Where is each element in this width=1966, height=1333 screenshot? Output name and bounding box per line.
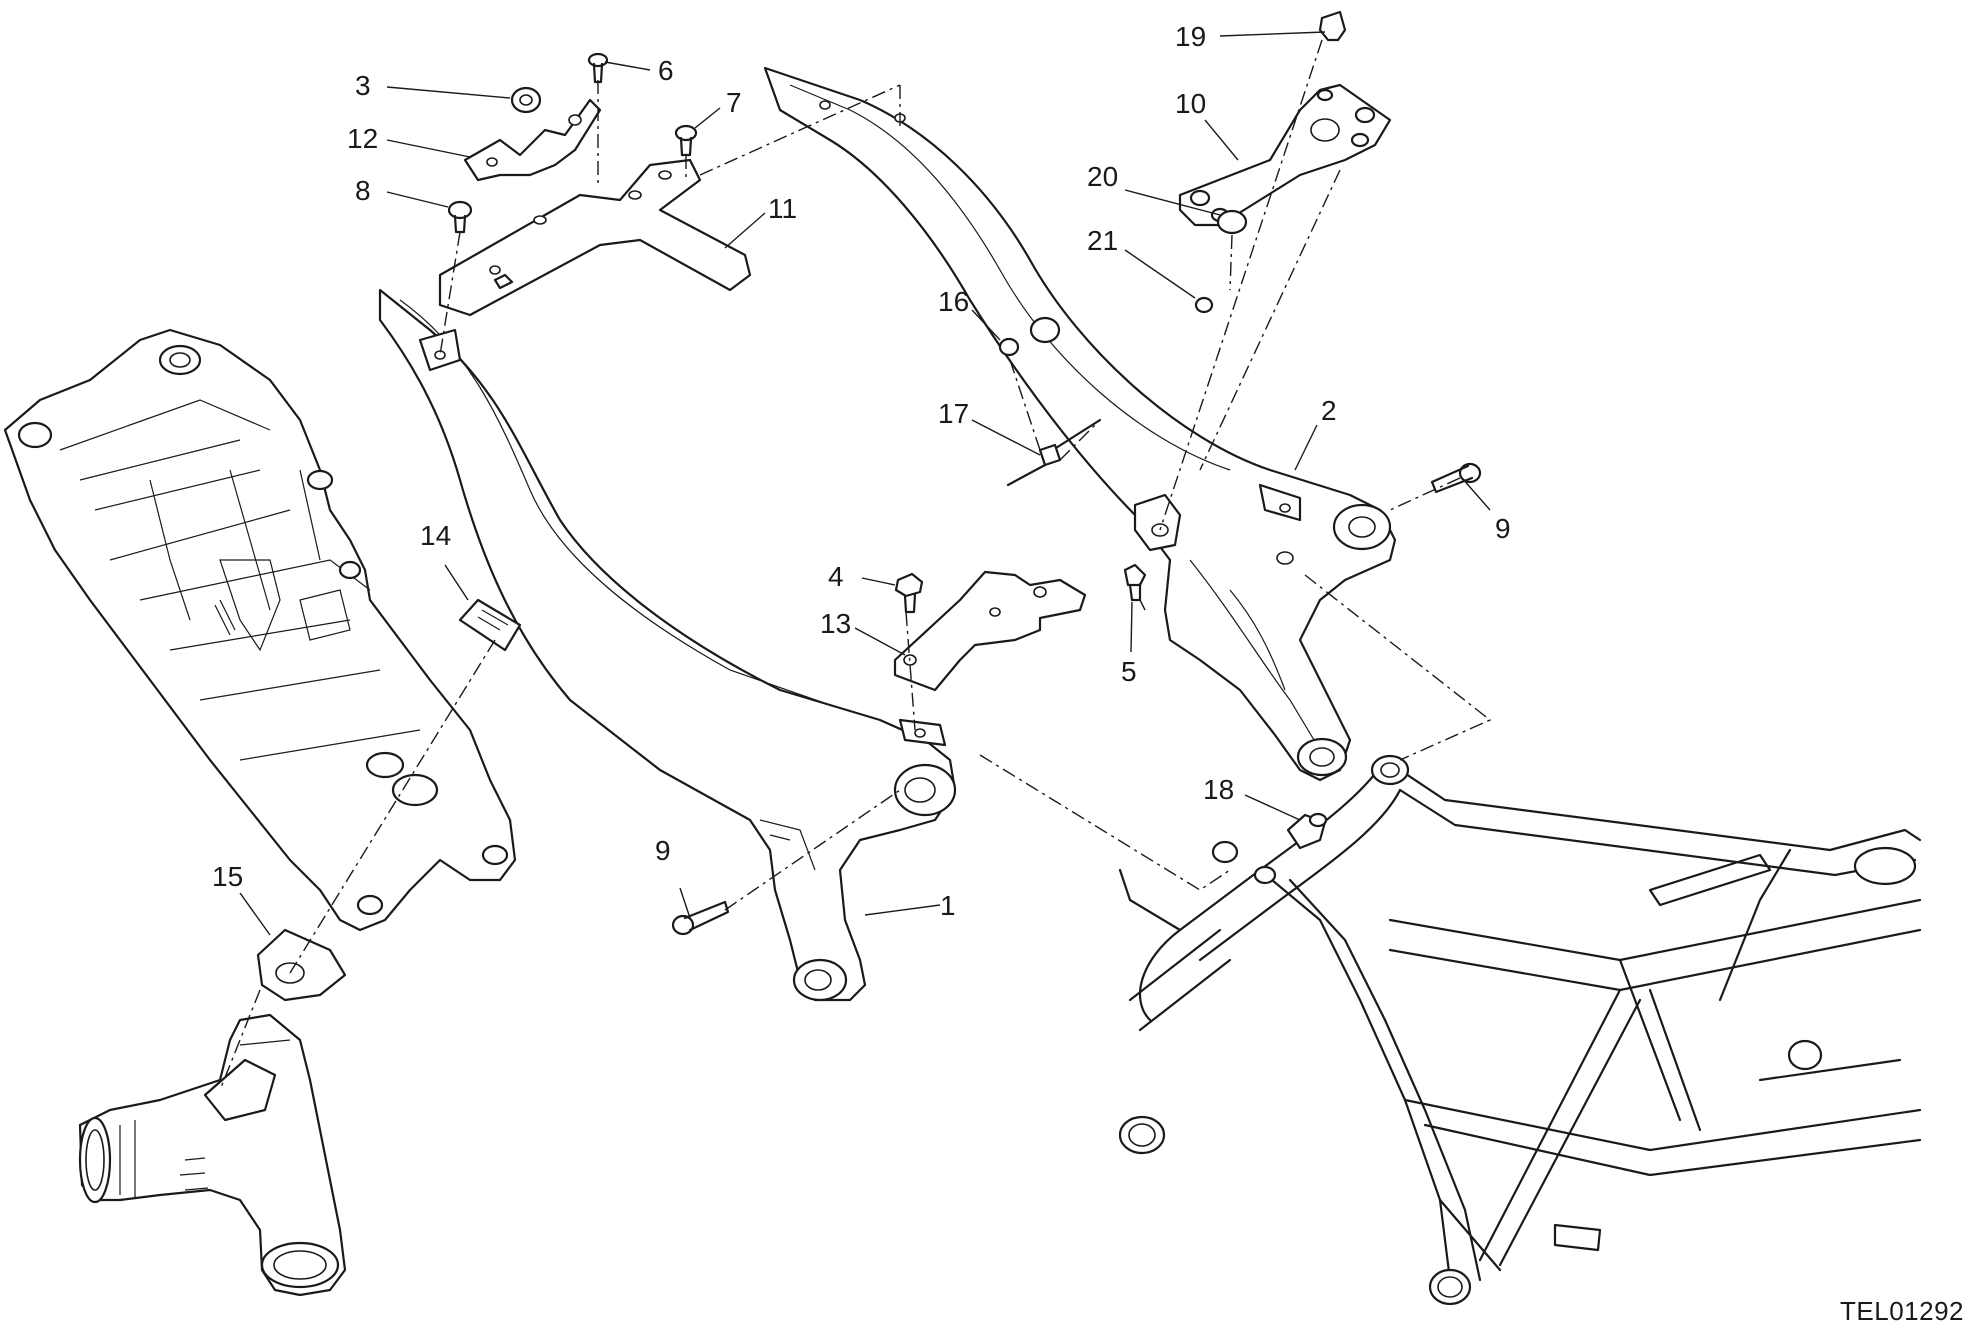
callout-2: 2	[1321, 395, 1337, 426]
part-1-left-rail	[378, 288, 957, 1002]
part-19-clip	[1318, 10, 1347, 42]
callout-18: 18	[1203, 774, 1234, 805]
callout-9-left: 9	[655, 835, 671, 866]
part-2-right-rail	[763, 66, 1397, 782]
callout-10: 10	[1175, 88, 1206, 119]
callout-21: 21	[1087, 225, 1118, 256]
rear-fender-tray	[3, 328, 517, 932]
callout-6: 6	[658, 55, 674, 86]
part-10-bracket	[1178, 83, 1392, 227]
callout-9-right: 9	[1495, 513, 1511, 544]
part-18-bushing	[1286, 812, 1328, 850]
callout-7: 7	[726, 87, 742, 118]
drawing-reference-code: TEL01292	[1840, 1296, 1964, 1326]
callout-14: 14	[420, 520, 451, 551]
callout-11: 11	[768, 193, 797, 224]
callout-15: 15	[212, 861, 243, 892]
part-3-grommet	[510, 86, 542, 114]
part-7-screw	[674, 124, 698, 157]
part-21-screw	[1194, 296, 1214, 314]
callout-20: 20	[1087, 161, 1118, 192]
leader-lines	[239, 31, 1491, 936]
callout-8: 8	[355, 175, 371, 206]
callout-13: 13	[820, 608, 851, 639]
part-5-bolt	[1123, 563, 1147, 602]
part-15-pad	[256, 928, 347, 1002]
part-14-pad	[458, 598, 522, 652]
part-13-bracket	[893, 570, 1087, 692]
main-frame	[1118, 754, 1922, 1306]
callout-4: 4	[828, 561, 844, 592]
callout-12: 12	[347, 123, 378, 154]
part-9-bolt-left	[671, 900, 730, 936]
part-4-screw	[894, 572, 924, 614]
part-16-grommet	[998, 337, 1020, 357]
callout-17: 17	[938, 398, 969, 429]
assembly-lines	[219, 39, 1492, 1091]
air-intake-duct	[78, 1013, 347, 1297]
part-11-bracket	[438, 158, 752, 317]
part-8-screw	[447, 200, 473, 234]
callout-1: 1	[940, 890, 956, 921]
callout-19: 19	[1175, 21, 1206, 52]
part-20-grommet	[1216, 209, 1248, 235]
callout-5: 5	[1121, 656, 1137, 687]
part-9-bolt-right	[1430, 462, 1482, 494]
callouts: 1 2 3 4 5 6 7 8 9 9 10 11 12 13 14 15 16…	[212, 21, 1511, 921]
callout-3: 3	[355, 70, 371, 101]
part-6-screw	[587, 52, 609, 84]
part-12-clip	[463, 98, 602, 182]
callout-16: 16	[938, 286, 969, 317]
